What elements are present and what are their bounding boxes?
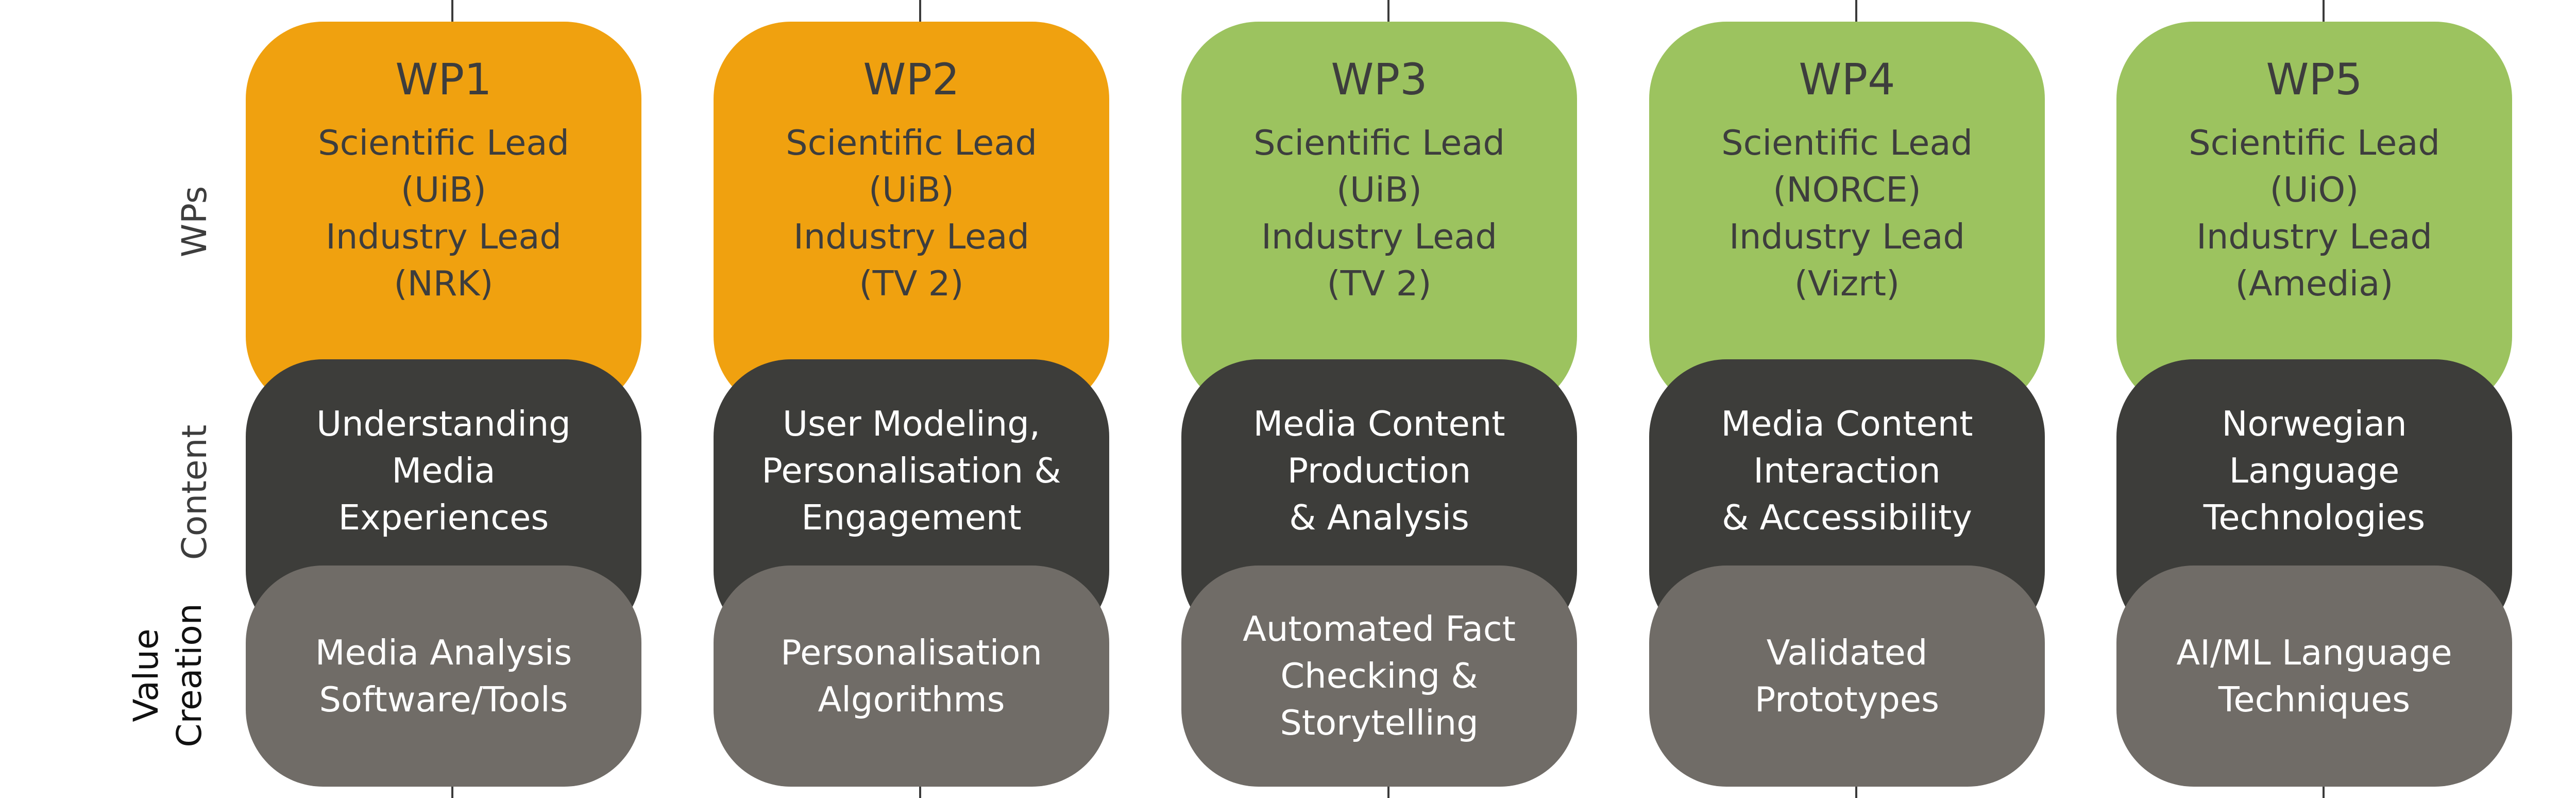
industry-lead-org: (Vizrt)	[1794, 263, 1900, 304]
wp-column-3: WP3 Scientific Lead (UiB) Industry Lead …	[1181, 22, 1577, 787]
content-line: Media	[392, 451, 496, 491]
row-label-wps-text: WPs	[175, 186, 214, 258]
value-creation-card: Validated Prototypes	[1649, 566, 2045, 787]
content-line: Media Content	[1721, 404, 1973, 444]
industry-lead-org: (TV 2)	[859, 263, 964, 304]
industry-lead-label: Industry Lead	[2196, 217, 2432, 257]
top-tick-wp4	[1855, 0, 1857, 24]
content-line: Engagement	[801, 497, 1022, 538]
top-tick-wp1	[451, 0, 453, 24]
value-line: Checking &	[1280, 656, 1478, 696]
scientific-lead-label: Scientific Lead	[1721, 123, 1973, 163]
industry-lead-label: Industry Lead	[1261, 217, 1497, 257]
wp-title: WP3	[1331, 54, 1428, 105]
wp-header-card: WP4 Scientific Lead (NORCE) Industry Lea…	[1649, 22, 2045, 413]
row-label-value-line1: Value	[126, 628, 166, 722]
value-line: Prototypes	[1754, 679, 1940, 720]
content-line: Experiences	[338, 497, 549, 538]
row-label-value-creation-text: Value Creation	[125, 603, 211, 747]
value-line: Software/Tools	[319, 679, 568, 720]
wp-column-4: WP4 Scientific Lead (NORCE) Industry Lea…	[1649, 22, 2045, 787]
value-line: AI/ML Language	[2176, 632, 2452, 673]
content-line: User Modeling,	[782, 404, 1041, 444]
scientific-lead-label: Scientific Lead	[318, 123, 569, 163]
wp-title: WP5	[2266, 54, 2363, 105]
content-line: Interaction	[1753, 451, 1941, 491]
scientific-lead-org: (UiO)	[2269, 170, 2359, 210]
content-line: & Analysis	[1289, 497, 1469, 538]
value-creation-card: Personalisation Algorithms	[714, 566, 1109, 787]
row-label-value-line2: Creation	[170, 603, 209, 747]
scientific-lead-org: (UiB)	[401, 170, 486, 210]
wp-column-5: WP5 Scientific Lead (UiO) Industry Lead …	[2116, 22, 2512, 787]
value-line: Storytelling	[1280, 703, 1479, 743]
industry-lead-label: Industry Lead	[1729, 217, 1965, 257]
wp-title: WP2	[863, 54, 960, 105]
value-line: Personalisation	[781, 632, 1042, 673]
scientific-lead-org: (NORCE)	[1773, 170, 1921, 210]
wp-header-card: WP2 Scientific Lead (UiB) Industry Lead …	[714, 22, 1109, 413]
top-tick-wp3	[1387, 0, 1389, 24]
wp-header-card: WP3 Scientific Lead (UiB) Industry Lead …	[1181, 22, 1577, 413]
wp-header-card: WP1 Scientific Lead (UiB) Industry Lead …	[246, 22, 641, 413]
scientific-lead-org: (UiB)	[869, 170, 954, 210]
wp-column-2: WP2 Scientific Lead (UiB) Industry Lead …	[714, 22, 1109, 787]
wp-title: WP1	[395, 54, 492, 105]
top-tick-wp2	[919, 0, 921, 24]
content-line: Production	[1287, 451, 1471, 491]
row-label-content-text: Content	[175, 424, 214, 560]
scientific-lead-label: Scientific Lead	[786, 123, 1037, 163]
industry-lead-org: (NRK)	[394, 263, 494, 304]
industry-lead-org: (Amedia)	[2235, 263, 2394, 304]
wp-header-card: WP5 Scientific Lead (UiO) Industry Lead …	[2116, 22, 2512, 413]
industry-lead-org: (TV 2)	[1327, 263, 1432, 304]
value-creation-card: Automated Fact Checking & Storytelling	[1181, 566, 1577, 787]
content-line: Technologies	[2203, 497, 2426, 538]
value-line: Validated	[1766, 632, 1928, 673]
wp-column-1: WP1 Scientific Lead (UiB) Industry Lead …	[246, 22, 641, 787]
content-line: Language	[2229, 451, 2400, 491]
content-line: Personalisation &	[761, 451, 1061, 491]
scientific-lead-label: Scientific Lead	[2189, 123, 2440, 163]
value-line: Algorithms	[818, 679, 1005, 720]
value-line: Media Analysis	[315, 632, 572, 673]
value-line: Automated Fact	[1243, 609, 1516, 649]
value-creation-card: AI/ML Language Techniques	[2116, 566, 2512, 787]
top-tick-wp5	[2323, 0, 2325, 24]
wp-title: WP4	[1799, 54, 1895, 105]
value-line: Techniques	[2218, 679, 2411, 720]
content-line: Norwegian	[2222, 404, 2407, 444]
content-line: Media Content	[1253, 404, 1505, 444]
scientific-lead-label: Scientific Lead	[1253, 123, 1505, 163]
industry-lead-label: Industry Lead	[326, 217, 562, 257]
industry-lead-label: Industry Lead	[793, 217, 1029, 257]
value-creation-card: Media Analysis Software/Tools	[246, 566, 641, 787]
content-line: & Accessibility	[1722, 497, 1972, 538]
content-line: Understanding	[316, 404, 571, 444]
scientific-lead-org: (UiB)	[1336, 170, 1422, 210]
